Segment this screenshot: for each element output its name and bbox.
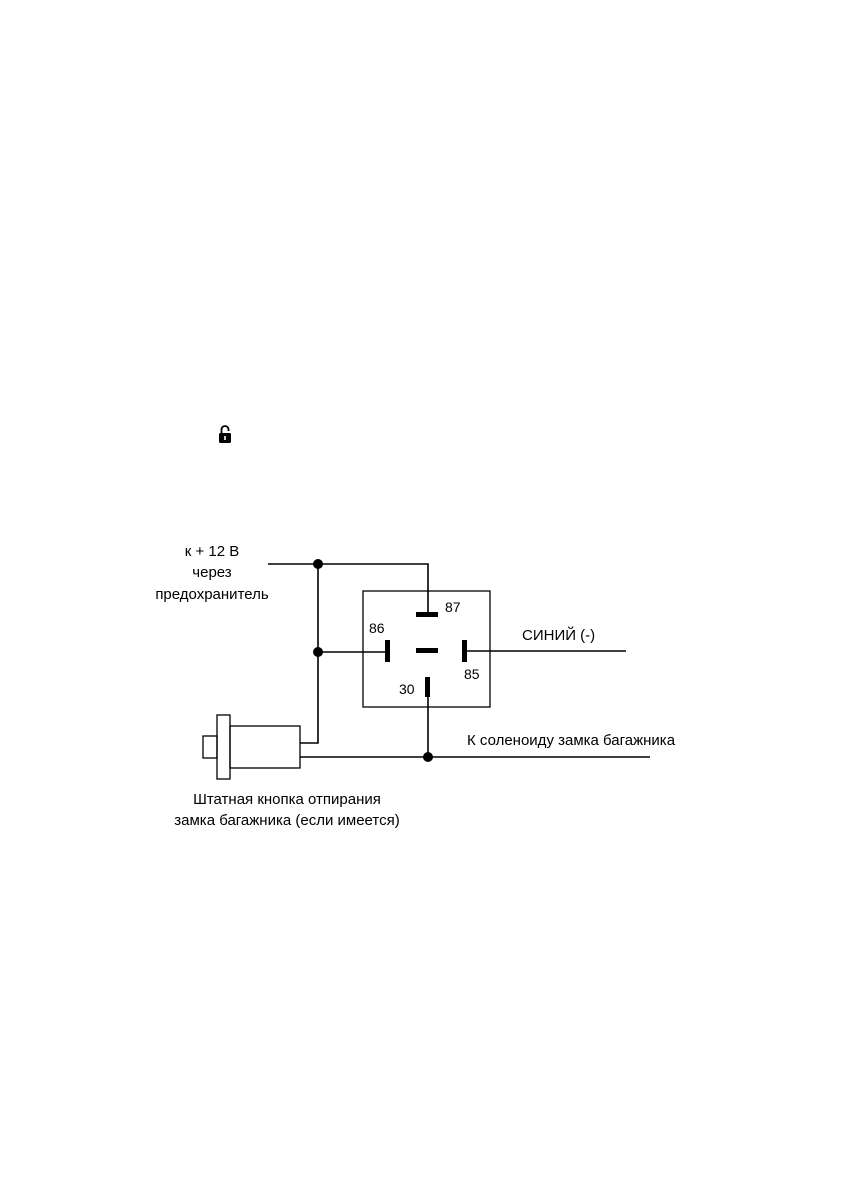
junction-solenoid (423, 752, 433, 762)
power-label-line1: к + 12 В (185, 543, 240, 560)
blue-wire-label: СИНИЙ (-) (522, 626, 595, 644)
solenoid-label: К соленоиду замка багажника (467, 732, 676, 749)
lock-open-icon (219, 425, 231, 443)
wire-power-bus (300, 564, 319, 744)
relay-contact-30 (425, 677, 430, 697)
power-label-line3: предохранитель (155, 586, 269, 603)
wire-power-to-87 (268, 563, 429, 612)
relay-contact-87 (416, 612, 438, 617)
pin-label-30: 30 (399, 681, 415, 697)
button-label-line1: Штатная кнопка отпирания (193, 791, 381, 808)
pin-label-85: 85 (464, 666, 480, 682)
relay-contact-86 (385, 640, 390, 662)
power-label-line2: через (192, 564, 232, 581)
pin-label-87: 87 (445, 599, 461, 615)
relay-body (362, 590, 491, 708)
relay-contact-85 (462, 640, 467, 662)
junction-power-top (313, 559, 323, 569)
button-label-line2: замка багажника (если имеется) (174, 812, 399, 829)
relay-contact-center (416, 648, 438, 653)
pin-label-86: 86 (369, 620, 385, 636)
push-button-icon (202, 714, 301, 780)
junction-power-86 (313, 647, 323, 657)
